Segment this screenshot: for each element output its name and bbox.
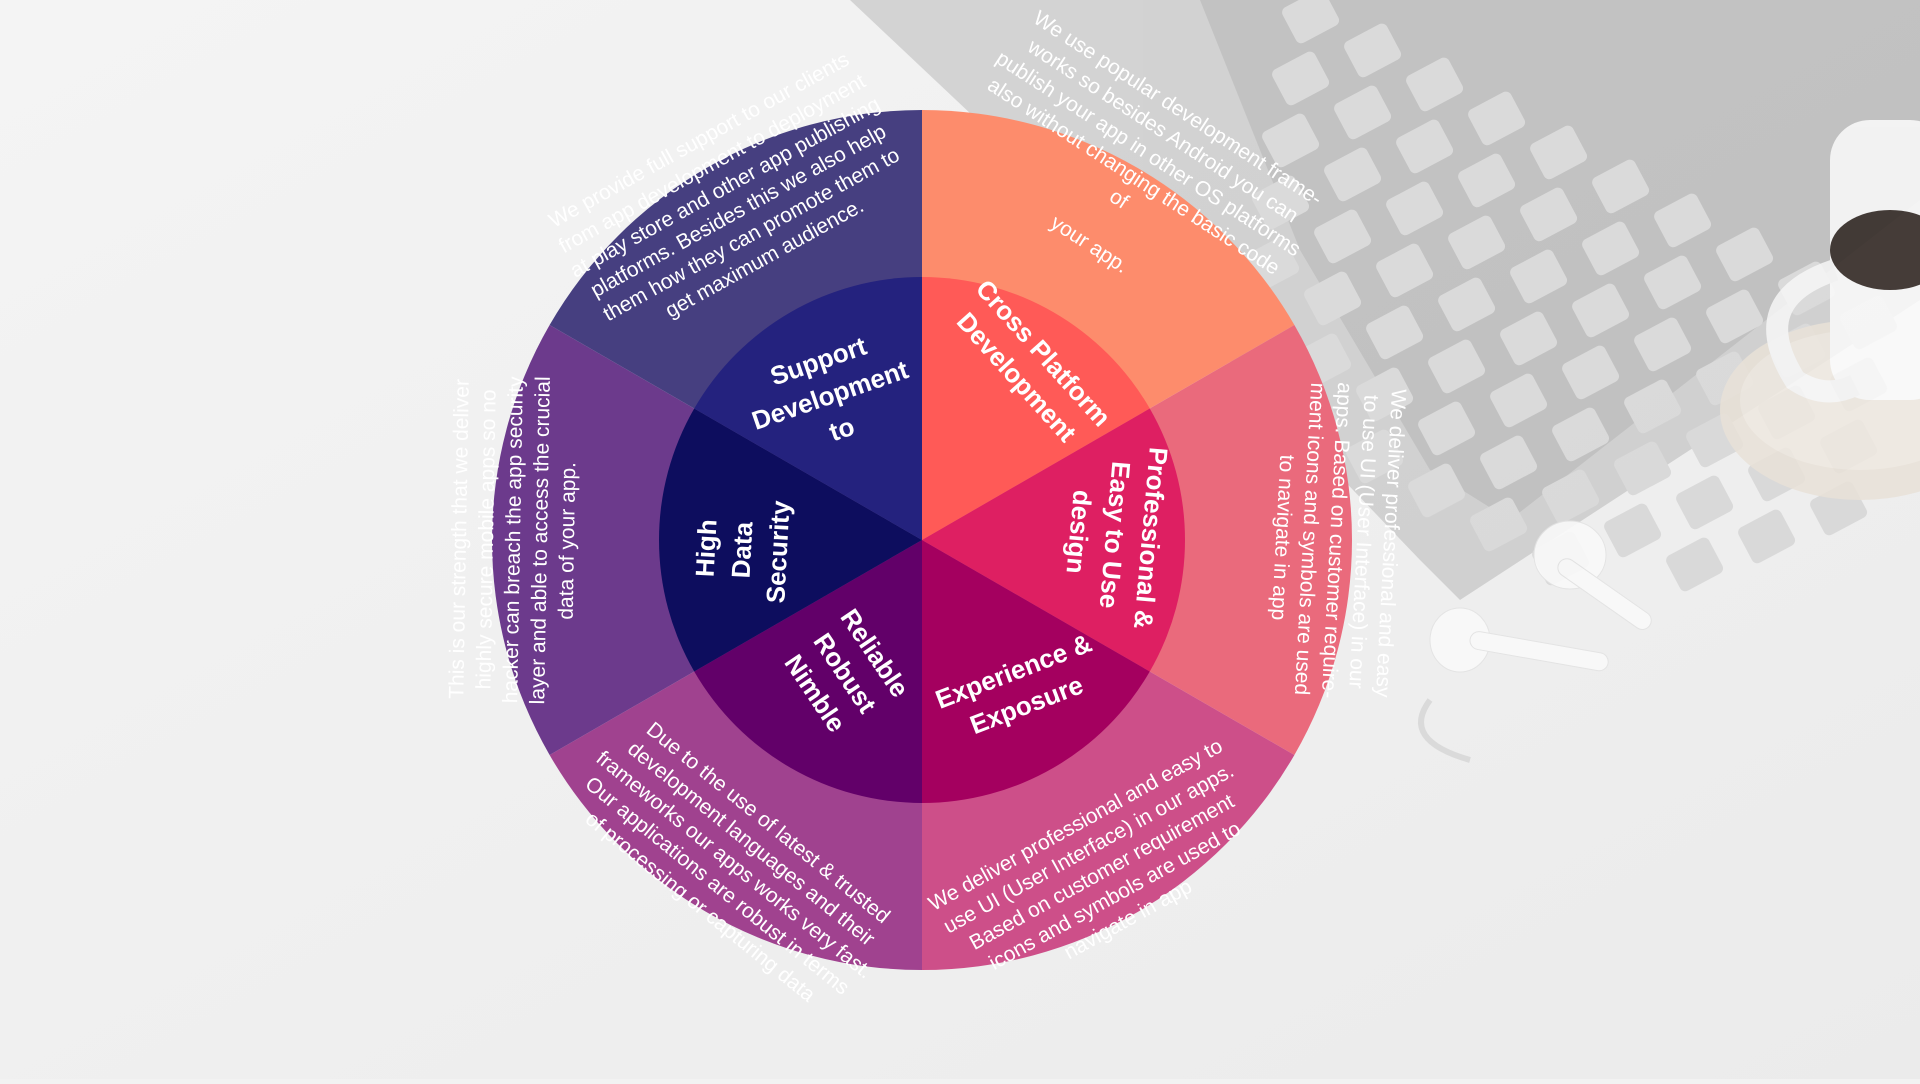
description-line: layer and able to access the crucial (526, 376, 555, 704)
title-line: design (1061, 489, 1098, 575)
description-line: hacker can breach the app security (499, 376, 528, 704)
laptop-keyboard-icon (850, 0, 1920, 600)
coffee-cup-icon (1720, 120, 1920, 500)
inner-segment-right (922, 408, 1185, 672)
description-line: This is our strength that we deliver (445, 379, 474, 699)
description-line: data of your app. (555, 462, 581, 620)
earbuds-icon (1418, 520, 1652, 763)
inner-segment-bottom-left (694, 540, 922, 803)
segment-description-left: This is our strength that we deliverhigh… (445, 375, 582, 705)
title-line: High (690, 518, 723, 577)
inner-segment-top-right (922, 277, 1150, 540)
title-line: Security (760, 499, 795, 604)
inner-segment-bottom-right (922, 540, 1150, 803)
inner-segment-top-left (694, 277, 922, 540)
title-line: Data (726, 521, 759, 579)
description-line: highly secure mobile apps so no (472, 389, 500, 689)
inner-segment-left (659, 408, 922, 672)
